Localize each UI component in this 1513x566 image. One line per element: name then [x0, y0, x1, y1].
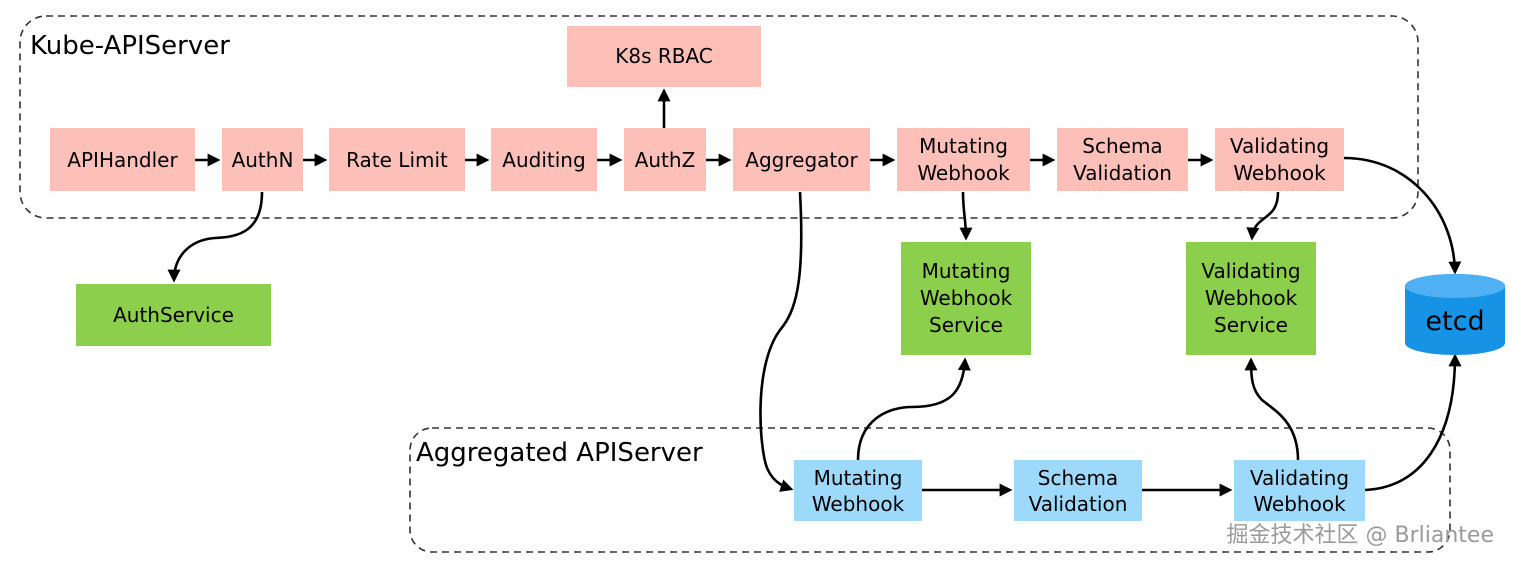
- aggregated-apiserver-label: Aggregated APIServer: [416, 438, 703, 468]
- node-agg-validating-webhook: Validating Webhook: [1234, 460, 1365, 521]
- edge-validating-service: [1246, 191, 1280, 241]
- watermark-text: 掘金技术社区 @ Brliantee: [1227, 523, 1494, 548]
- node-k8s-rbac: K8s RBAC: [567, 26, 761, 87]
- svg-text:Webhook: Webhook: [1233, 161, 1326, 185]
- node-authn: AuthN: [222, 128, 303, 191]
- edge-agg-validating-service: [1244, 357, 1300, 461]
- node-validating-webhook-service: Validating Webhook Service: [1186, 242, 1316, 355]
- node-validating-webhook: Validating Webhook: [1215, 128, 1344, 191]
- node-authservice: AuthService: [76, 284, 271, 346]
- node-rate-limit: Rate Limit: [329, 128, 465, 191]
- svg-text:Validating: Validating: [1250, 466, 1349, 490]
- kube-apiserver-group: [19, 15, 1419, 219]
- node-schema-validation: Schema Validation: [1057, 128, 1188, 191]
- svg-text:AuthN: AuthN: [232, 148, 294, 172]
- svg-text:APIHandler: APIHandler: [67, 148, 178, 172]
- svg-text:etcd: etcd: [1425, 306, 1484, 337]
- svg-text:Webhook: Webhook: [920, 286, 1013, 310]
- aggregated-apiserver-group: [409, 427, 1451, 553]
- svg-text:Schema: Schema: [1082, 134, 1162, 158]
- node-authz: AuthZ: [624, 128, 706, 191]
- svg-text:Webhook: Webhook: [917, 161, 1010, 185]
- svg-text:Validating: Validating: [1230, 134, 1329, 158]
- node-auditing: Auditing: [491, 128, 597, 191]
- node-apihandler: APIHandler: [50, 128, 195, 191]
- svg-text:Schema: Schema: [1038, 466, 1118, 490]
- node-agg-mutating-webhook: Mutating Webhook: [794, 460, 922, 521]
- svg-text:Auditing: Auditing: [502, 148, 585, 172]
- svg-text:AuthZ: AuthZ: [635, 148, 696, 172]
- svg-text:Webhook: Webhook: [1205, 286, 1298, 310]
- edge-agg-mutating-service: [856, 357, 971, 461]
- edges: [167, 88, 1462, 497]
- edge-validating-etcd: [1343, 156, 1462, 275]
- svg-text:Mutating: Mutating: [922, 259, 1011, 283]
- node-aggregator: Aggregator: [733, 128, 870, 191]
- svg-text:Validation: Validation: [1029, 492, 1128, 516]
- svg-text:AuthService: AuthService: [113, 303, 234, 327]
- svg-text:Mutating: Mutating: [814, 466, 903, 490]
- svg-text:Validating: Validating: [1201, 259, 1300, 283]
- node-etcd: etcd: [1405, 274, 1505, 355]
- edge-mutating-service: [959, 191, 973, 241]
- node-mutating-webhook-service: Mutating Webhook Service: [901, 242, 1031, 355]
- node-mutating-webhook: Mutating Webhook: [897, 128, 1030, 191]
- svg-text:Webhook: Webhook: [812, 492, 905, 516]
- svg-text:Webhook: Webhook: [1253, 492, 1346, 516]
- node-agg-schema-validation: Schema Validation: [1014, 460, 1142, 521]
- svg-text:Rate Limit: Rate Limit: [346, 148, 448, 172]
- svg-text:Service: Service: [1214, 313, 1288, 337]
- svg-text:K8s RBAC: K8s RBAC: [615, 44, 713, 68]
- edge-agg-validating-etcd: [1364, 353, 1462, 492]
- svg-text:Service: Service: [929, 313, 1003, 337]
- edge-aggregator-agg-mutating: [759, 191, 803, 492]
- kube-apiserver-label: Kube-APIServer: [30, 31, 230, 61]
- svg-text:Aggregator: Aggregator: [745, 148, 858, 172]
- svg-text:Validation: Validation: [1073, 161, 1172, 185]
- svg-text:Mutating: Mutating: [919, 134, 1008, 158]
- edge-authn-authservice: [167, 191, 264, 283]
